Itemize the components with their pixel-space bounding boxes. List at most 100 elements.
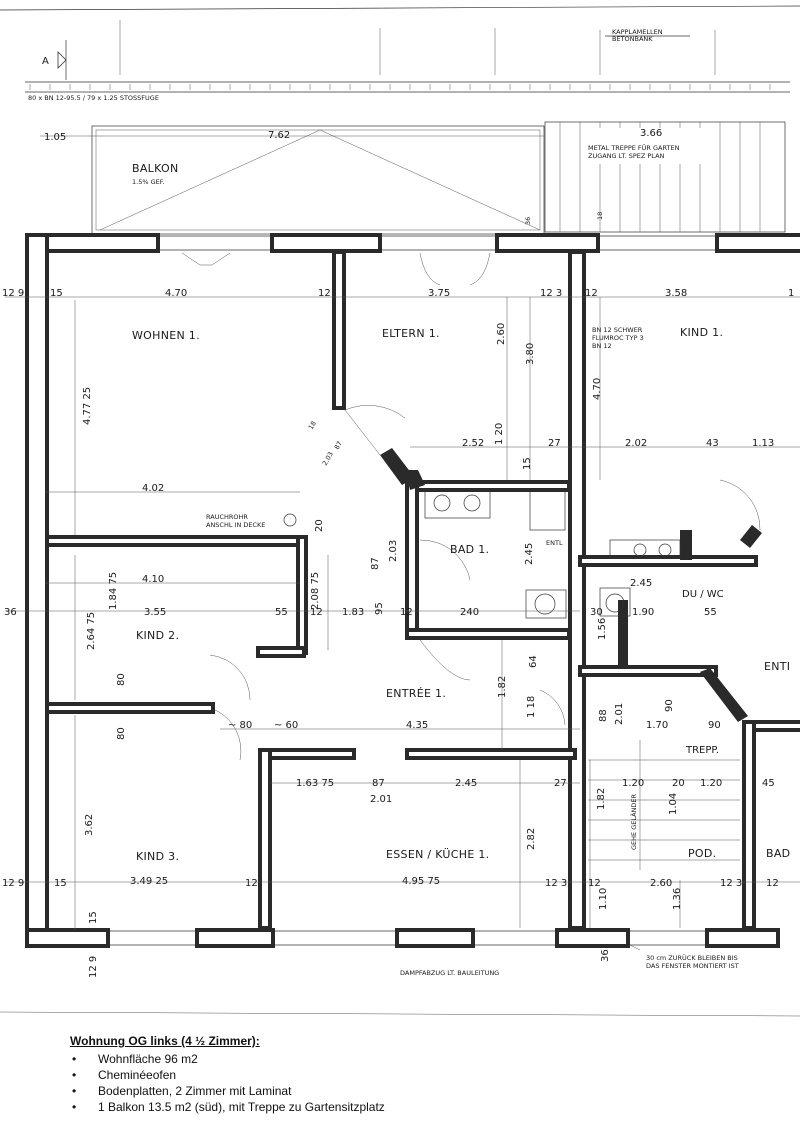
- room-eltern: ELTERN 1.: [382, 327, 440, 340]
- dim-7-62: 7.62: [268, 130, 290, 141]
- dim-2-45-bad: 2.45: [524, 543, 535, 565]
- legend-item-balkon: 1 Balkon 13.5 m2 (süd), mit Treppe zu Ga…: [70, 1099, 750, 1115]
- beam-note: 80 x BN 12-95.5 / 79 x 1.25 STOSSFUGE: [28, 94, 159, 102]
- legend-list: Wohnfläche 96 m2 Cheminéeofen Bodenplatt…: [70, 1051, 750, 1115]
- dim-55-kind2: 55: [275, 607, 288, 618]
- dim-1-20-stair: 1.20: [622, 778, 644, 789]
- dim-12-9-lower: 12 9: [88, 956, 99, 978]
- legend-item-boden: Bodenplatten, 2 Zimmer mit Laminat: [70, 1083, 750, 1099]
- dim-36-left: 36: [4, 607, 17, 618]
- dim-1-82-entree: 1.82: [497, 676, 508, 698]
- dim-95: 95: [374, 602, 385, 615]
- dim-4-95: 4.95 75: [402, 876, 440, 887]
- dim-12-9-top: 12 9: [2, 288, 24, 299]
- room-entr-right: ENTI: [764, 660, 790, 673]
- room-kind1: KIND 1.: [680, 326, 723, 339]
- dim-45: 45: [762, 778, 775, 789]
- note-gelaender: GEHE GELÄNDER: [629, 793, 638, 850]
- dim-12-top-right: 12: [585, 288, 598, 299]
- dim-12-3-bottom: 12 3: [545, 878, 567, 889]
- dim-55-wc: 55: [704, 607, 717, 618]
- dim-4-70: 4.70: [165, 288, 187, 299]
- dim-1-20-stair-right: 1.20: [700, 778, 722, 789]
- dim-2-52: 2.52: [462, 438, 484, 449]
- note-bn12: BN 12: [592, 342, 612, 350]
- dim-27-essen: 27: [554, 778, 567, 789]
- dim-43: 43: [706, 438, 719, 449]
- dim-1-82-stair: 1.82: [596, 788, 607, 810]
- dim-18-balcony: 18: [596, 212, 604, 220]
- room-entree: ENTRÉE 1.: [386, 687, 446, 700]
- dim-240: 240: [460, 607, 479, 618]
- rail-note-2: BETONBANK: [612, 35, 653, 43]
- dim-approx-60: ~ 60: [274, 720, 298, 731]
- note-fenster-2: DAS FENSTER MONTIERT IST: [646, 962, 739, 970]
- note-bn12-schwer: BN 12 SCHWER: [592, 326, 643, 334]
- dim-2-01-vertical: 2.01: [614, 703, 625, 725]
- dim-2-64: 2.64 75: [86, 612, 97, 650]
- stair-note-1: METAL TREPPE FÜR GARTEN: [588, 143, 680, 152]
- dim-64: 64: [528, 655, 539, 668]
- dim-90-trepp-h: 90: [708, 720, 721, 731]
- dim-87-upper: 87: [333, 440, 344, 451]
- dim-3-55: 3.55: [144, 607, 166, 618]
- dim-2-01: 2.01: [370, 794, 392, 805]
- dim-approx-80: ~ 80: [228, 720, 252, 731]
- note-dampfabzug: DAMPFABZUG LT. BAULEITUNG: [400, 969, 499, 977]
- dim-12-bottom-right: 12: [588, 878, 601, 889]
- dim-3-66: 3.66: [640, 128, 662, 139]
- dim-1-right: 1: [788, 288, 794, 299]
- dim-30: 30: [590, 607, 603, 618]
- dim-1-04: 1.04: [668, 793, 679, 815]
- dim-1-63: 1.63 75: [296, 778, 334, 789]
- dim-4-35: 4.35: [406, 720, 428, 731]
- dim-2-03-upper: 2.03: [321, 450, 335, 467]
- dim-1-70: 1.70: [646, 720, 668, 731]
- dim-1-05: 1.05: [44, 132, 66, 143]
- dim-15-lower: 15: [88, 911, 99, 924]
- dim-88: 88: [598, 709, 609, 722]
- legend-item-wohnflaeche: Wohnfläche 96 m2: [70, 1051, 750, 1067]
- dim-1-84: 1.84 75: [108, 572, 119, 610]
- dim-3-58: 3.58: [665, 288, 687, 299]
- dim-1-18: 1 18: [526, 696, 537, 718]
- dim-1-56: 1.56: [597, 618, 608, 640]
- dim-2-60-bottom: 2.60: [650, 878, 672, 889]
- dim-4-02: 4.02: [142, 483, 164, 494]
- dim-80-kind3: 80: [116, 727, 127, 740]
- dim-3-80: 3.80: [525, 343, 536, 365]
- balcony: 1.05 7.62 BALKON 1.5% GEF. 3.66 METAL TR…: [40, 121, 786, 235]
- note-fenster-1: 30 cm ZURÜCK BLEIBEN BIS: [646, 953, 738, 962]
- dim-3-75: 3.75: [428, 288, 450, 299]
- dim-2-82: 2.82: [526, 828, 537, 850]
- room-wohnen: WOHNEN 1.: [132, 329, 200, 342]
- dim-1-83: 1.83: [342, 607, 364, 618]
- dim-4-70-vertical: 4.70: [592, 378, 603, 400]
- dim-1-20: 1 20: [494, 423, 505, 445]
- room-labels: WOHNEN 1. ELTERN 1. KIND 1. KIND 2. KIND…: [132, 326, 790, 863]
- axis-marker-label: A: [42, 56, 49, 67]
- dim-12-bad: 12: [400, 607, 413, 618]
- dim-12-kind2: 12: [310, 607, 323, 618]
- dim-1-90: 1.90: [632, 607, 654, 618]
- room-kind3: KIND 3.: [136, 850, 179, 863]
- dim-12-far-right: 12: [766, 878, 779, 889]
- dim-15-bottom: 15: [54, 878, 67, 889]
- room-du-wc: DU / WC: [682, 589, 724, 600]
- room-trepp: TREPP.: [685, 745, 719, 756]
- room-bad-right: BAD: [766, 847, 790, 860]
- dim-15-bad: 15: [522, 457, 533, 470]
- windows: [110, 235, 715, 946]
- note-flumroc: FLUMROC TYP 3: [592, 334, 644, 342]
- fixtures: [283, 489, 740, 870]
- note-anschluss: ANSCHL IN DECKE: [206, 521, 265, 529]
- dim-2-60: 2.60: [496, 323, 507, 345]
- dim-1-36: 1.36: [672, 888, 683, 910]
- room-pod: POD.: [688, 847, 716, 860]
- note-rauchrohr: RAUCHROHR: [206, 513, 248, 521]
- dim-12-3-top: 12 3: [540, 288, 562, 299]
- apartment-legend: Wohnung OG links (4 ½ Zimmer): Wohnfläch…: [70, 1033, 750, 1115]
- dim-18: 18: [307, 420, 318, 431]
- room-kind2: KIND 2.: [136, 629, 179, 642]
